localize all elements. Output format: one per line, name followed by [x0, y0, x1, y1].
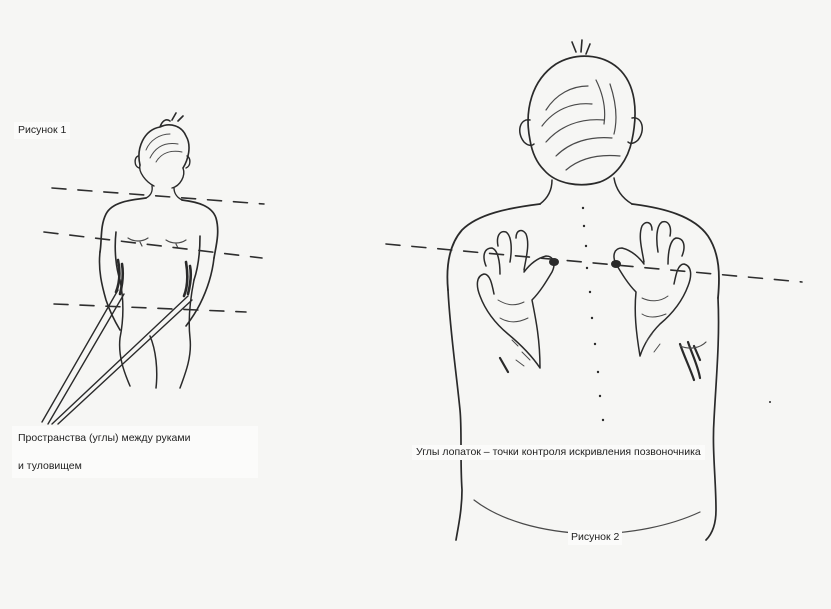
- figure-2-label: Рисунок 2: [568, 530, 622, 545]
- figure-1-caption-line-1: Пространства (углы) между руками: [18, 432, 190, 445]
- figure-2-drawing: [386, 40, 802, 540]
- figure-1-drawing: [42, 113, 264, 424]
- figure-1-caption-line-2: и туловищем: [18, 460, 82, 473]
- spine-dots: [582, 207, 771, 421]
- figure-2-caption: Углы лопаток – точки контроля искривлени…: [412, 445, 705, 460]
- figure-1-label: Рисунок 1: [14, 122, 70, 139]
